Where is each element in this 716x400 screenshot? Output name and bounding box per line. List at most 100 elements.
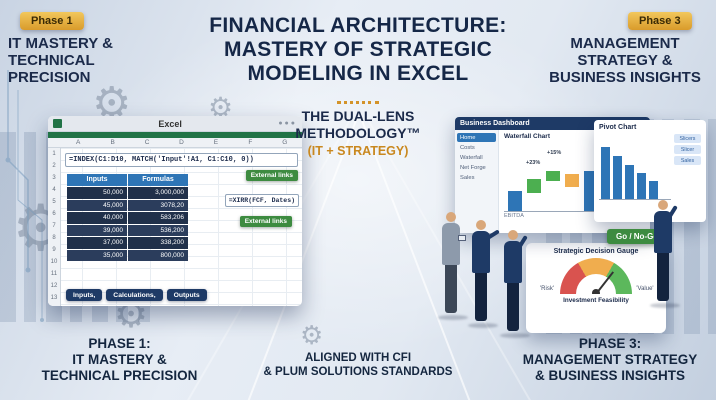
table-cell: 39,000 bbox=[67, 224, 127, 236]
row-number: 14 bbox=[48, 304, 60, 306]
table-cell: 800,000 bbox=[128, 249, 188, 261]
title-line: MASTERY OF STRATEGIC bbox=[223, 38, 493, 62]
model-section-pills: Inputs,Calculations,Outputs bbox=[66, 289, 207, 301]
pointing-arm bbox=[485, 229, 500, 241]
row-number: 13 bbox=[50, 295, 58, 301]
waterfall-bar bbox=[508, 191, 522, 211]
circuit-trace-decoration bbox=[5, 70, 44, 322]
section-pill: Inputs, bbox=[66, 289, 103, 301]
footer-line: ALIGNED WITH CFI bbox=[304, 352, 412, 364]
phase1-footer: PHASE 1: IT MASTERY & TECHNICAL PRECISIO… bbox=[22, 336, 217, 385]
person-legs bbox=[507, 283, 519, 331]
title-line: FINANCIAL ARCHITECTURE: bbox=[209, 14, 507, 37]
gauge-hub bbox=[592, 289, 600, 294]
heading-line: PRECISION bbox=[8, 68, 91, 86]
row-number: 6 bbox=[52, 211, 56, 217]
pivot-bar-chart bbox=[599, 134, 671, 200]
footer-line: & PLUM SOLUTIONS STANDARDS bbox=[263, 365, 453, 378]
axis-label-left: EBITDA bbox=[504, 213, 524, 219]
row-number: 3 bbox=[52, 175, 56, 181]
methodology-block: THE DUAL-LENS METHODOLOGY™ (IT + STRATEG… bbox=[256, 108, 460, 158]
person-body bbox=[442, 223, 466, 265]
column-letter: A bbox=[76, 139, 81, 146]
external-links-badge: External links bbox=[245, 170, 298, 181]
table-cell: 45,000 bbox=[67, 199, 127, 211]
pivot-bar bbox=[625, 165, 634, 199]
table-cell: 3078,20 bbox=[128, 199, 188, 211]
footer-line: PHASE 3: bbox=[578, 336, 642, 351]
footer-line: PHASE 1: bbox=[88, 336, 151, 351]
pivot-bar bbox=[649, 181, 658, 199]
person-legs bbox=[445, 265, 457, 313]
title-line: MODELING IN EXCEL bbox=[247, 62, 469, 86]
methodology-subtitle: (IT + STRATEGY) bbox=[307, 143, 409, 158]
table-cell: 40,000 bbox=[67, 212, 127, 224]
table-cell: 35,000 bbox=[67, 249, 127, 261]
row-number: 1 bbox=[52, 151, 56, 157]
excel-ribbon bbox=[48, 132, 302, 138]
legend-item: Slicers bbox=[674, 134, 701, 143]
row-number: 4 bbox=[52, 187, 56, 193]
section-pill: Outputs bbox=[166, 289, 207, 301]
heading-line: IT MASTERY & bbox=[8, 35, 114, 52]
person-legs bbox=[657, 253, 669, 301]
footer-line: MANAGEMENT STRATEGY bbox=[522, 352, 698, 368]
waterfall-data-label: +15% bbox=[547, 150, 562, 156]
sidebar-item: Sales bbox=[460, 174, 475, 181]
gauge-title: Strategic Decision Gauge bbox=[553, 248, 639, 255]
phase1-badge: Phase 1 bbox=[20, 12, 84, 30]
sidebar-item: Waterfall bbox=[460, 154, 483, 161]
pivot-bar bbox=[601, 147, 610, 199]
column-letter: G bbox=[282, 139, 288, 146]
top-right-heading: MANAGEMENT STRATEGY & BUSINESS INSIGHTS bbox=[538, 35, 712, 86]
waterfall-bar bbox=[527, 179, 541, 193]
gauge-risk-label: 'Risk' bbox=[540, 286, 554, 292]
person-illustration-man bbox=[650, 200, 680, 308]
formula-bar: =INDEX(C1:D10, MATCH('Input'!A1, C1:C10,… bbox=[65, 153, 298, 167]
row-number: 2 bbox=[52, 163, 56, 169]
column-letter: C bbox=[144, 139, 150, 146]
person-legs bbox=[475, 273, 487, 321]
heading-line: MANAGEMENT bbox=[570, 35, 680, 52]
waterfall-bar bbox=[565, 174, 579, 187]
sidebar-item: Home bbox=[457, 133, 496, 142]
person-illustration-man bbox=[500, 230, 530, 338]
legend-item: Sales bbox=[674, 156, 701, 165]
gold-dotted-divider bbox=[337, 101, 379, 104]
row-number: 7 bbox=[52, 223, 56, 229]
decision-gauge bbox=[560, 258, 632, 294]
row-number: 11 bbox=[50, 271, 58, 277]
excel-logo-icon bbox=[53, 119, 62, 128]
excel-row-numbers: 1234567891011121314 bbox=[48, 148, 61, 306]
top-left-heading: IT MASTERY & TECHNICAL PRECISION bbox=[8, 35, 183, 86]
footer-line: TECHNICAL PRECISION bbox=[41, 368, 198, 384]
legend-item: Slicer bbox=[674, 145, 701, 154]
footer-line: IT MASTERY & bbox=[72, 352, 167, 368]
table-cell: 3,000,000 bbox=[128, 187, 188, 199]
waterfall-chart-title: Waterfall Chart bbox=[504, 133, 550, 140]
table-cell: 338,200 bbox=[128, 237, 188, 249]
person-body bbox=[654, 205, 678, 253]
table-cell: 536,200 bbox=[128, 224, 188, 236]
gauge-caption: Investment Feasibility bbox=[563, 297, 629, 304]
column-letter: F bbox=[248, 139, 253, 146]
column-letter: B bbox=[110, 139, 115, 146]
row-number: 10 bbox=[50, 259, 58, 265]
table-cell: 50,000 bbox=[67, 187, 127, 199]
person-head bbox=[658, 200, 668, 210]
gear-icon: ⚙ bbox=[300, 320, 324, 350]
methodology-line: METHODOLOGY™ bbox=[295, 124, 421, 141]
pivot-bar bbox=[637, 173, 646, 199]
row-number: 5 bbox=[52, 199, 56, 205]
waterfall-data-label: +23% bbox=[526, 160, 541, 166]
phase3-footer: PHASE 3: MANAGEMENT STRATEGY & BUSINESS … bbox=[512, 336, 708, 385]
heading-line: BUSINESS INSIGHTS bbox=[549, 68, 701, 86]
column-letter: E bbox=[213, 139, 219, 146]
table-header-cell: Inputs bbox=[67, 174, 127, 186]
